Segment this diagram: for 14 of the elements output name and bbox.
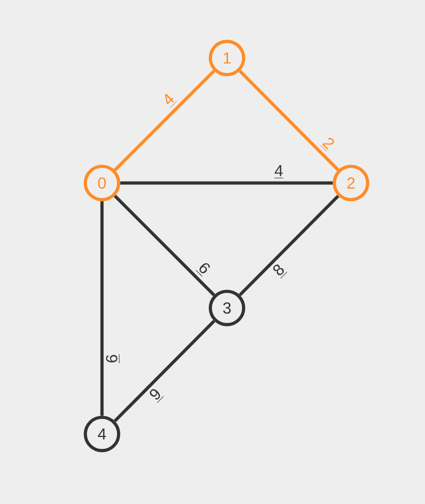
edge-label: 4 xyxy=(274,165,284,178)
edge-label: 8 xyxy=(273,264,288,279)
edge-line xyxy=(100,201,104,416)
edge-line xyxy=(114,70,216,172)
edge-label: 6 xyxy=(196,263,210,277)
edge-line xyxy=(120,181,333,185)
edge-line xyxy=(238,194,340,296)
edge-line xyxy=(114,320,216,422)
edge-label: 6 xyxy=(106,354,120,364)
edge-line xyxy=(114,194,216,296)
edge-label: 9 xyxy=(150,389,164,403)
edge-line xyxy=(238,70,340,172)
edge-label: 4 xyxy=(165,94,177,108)
edge-label: 2 xyxy=(320,138,334,152)
